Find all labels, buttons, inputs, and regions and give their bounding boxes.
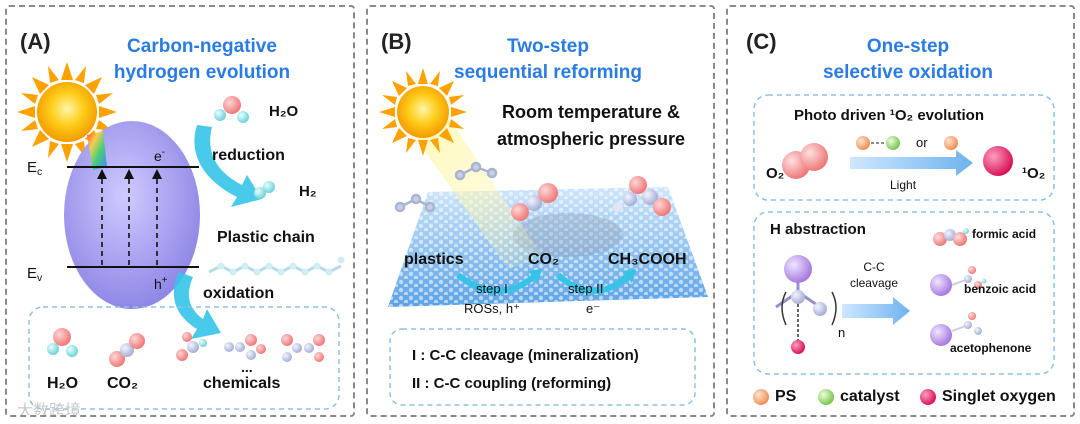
reaction-conditions: Room temperature & atmospheric pressure xyxy=(486,99,696,153)
formic-acid-label: formic acid xyxy=(972,227,1037,241)
condition-line2: atmospheric pressure xyxy=(496,129,686,149)
hole-superscript: + xyxy=(161,275,168,286)
repeat-n-label: n xyxy=(838,325,846,340)
h2o-molecule-top xyxy=(214,96,249,123)
co2-molecule-bottom xyxy=(109,333,145,367)
ev-subscript: v xyxy=(37,272,43,284)
ec-letter: E xyxy=(27,159,38,176)
ec-subscript: c xyxy=(37,166,43,178)
ellipsis-label: ... xyxy=(241,359,253,375)
h2o-label-bottom: H₂O xyxy=(47,375,79,392)
panel-a: (A) Carbon-negative hydrogen evolution H… xyxy=(5,5,355,417)
panel-c-graphics xyxy=(753,94,1055,405)
light-label: Light xyxy=(890,178,917,192)
plastic-chain xyxy=(208,264,342,274)
panel-c-title-line1: One-step xyxy=(866,36,950,57)
oxidation-arrow xyxy=(173,272,221,339)
oxidation-label: oxidation xyxy=(203,285,275,302)
panel-b: (B) Two-step sequential reforming Room t… xyxy=(366,5,715,417)
ch3cooh-label: CH₃COOH xyxy=(608,251,687,268)
electron-label: e- xyxy=(154,147,165,164)
h-abstraction-label: H abstraction xyxy=(770,221,866,238)
singlet-oxygen-legend-dot xyxy=(920,389,936,405)
legend-catalyst-label: catalyst xyxy=(840,388,900,405)
panel-b-title: Two-step sequential reforming xyxy=(408,34,688,86)
formic-acid-molecule xyxy=(933,228,969,246)
ps-legend-dot xyxy=(753,389,769,405)
h2o-label-top: H₂O xyxy=(269,103,299,120)
or-label: or xyxy=(916,135,928,150)
polymer-unit xyxy=(775,255,837,354)
singlet-o2-label: ¹O₂ xyxy=(1022,165,1046,182)
panel-a-title-line1: Carbon-negative xyxy=(127,36,277,57)
benzoic-acid-label: benzoic acid xyxy=(964,282,1037,296)
co2-molecules xyxy=(511,183,558,221)
panel-c-title: One-step selective oxidation xyxy=(768,34,1048,86)
h2-molecule xyxy=(254,181,275,199)
panel-c-title-line2: selective oxidation xyxy=(822,62,993,83)
panel-a-graphics xyxy=(17,62,345,410)
step2-arrow xyxy=(555,272,632,294)
cleavage-arrow xyxy=(842,297,910,325)
panel-a-title-line2: hydrogen evolution xyxy=(113,62,291,83)
light-arrow xyxy=(850,150,973,176)
ch3cooh-molecule xyxy=(613,176,671,216)
hole-label: h+ xyxy=(154,275,168,292)
panel-b-graphics xyxy=(379,68,708,406)
ec-label: Ec xyxy=(27,159,42,178)
o2-molecule xyxy=(782,143,828,179)
panel-b-letter: (B) xyxy=(381,29,412,54)
o2-label: O₂ xyxy=(766,165,785,182)
plastic-fragments xyxy=(394,161,498,213)
legend-singlet-oxygen-label: Singlet oxygen xyxy=(942,388,1056,405)
benzoic-acid-molecule xyxy=(930,266,987,296)
step1-label: step I xyxy=(476,281,508,296)
panel-a-title: Carbon-negative hydrogen evolution xyxy=(67,34,337,86)
reduction-arrow xyxy=(194,125,262,207)
panel-b-title-line1: Two-step xyxy=(507,36,589,57)
reduction-label: reduction xyxy=(212,147,285,164)
ev-letter: E xyxy=(27,265,38,282)
h2o-molecule-bottom xyxy=(47,328,78,357)
electron-superscript: - xyxy=(161,147,166,158)
step2-detail: e⁻ xyxy=(586,301,601,316)
panel-c: (C) One-step selective oxidation Photo d… xyxy=(726,5,1075,417)
plastic-chain-label: Plastic chain xyxy=(217,229,315,246)
watermark: 大数跨境 xyxy=(17,403,82,417)
panel-c-letter: (C) xyxy=(746,29,777,54)
ev-label: Ev xyxy=(27,265,42,284)
box1-title: Photo driven ¹O₂ evolution xyxy=(794,107,984,124)
singlet-oxygen-molecule xyxy=(983,146,1013,176)
h2-label: H₂ xyxy=(299,183,317,200)
cc-cleavage-label: C-C cleavage xyxy=(844,259,904,291)
hole-letter: h xyxy=(154,276,162,292)
legend-ps-label: PS xyxy=(775,388,797,405)
legend-line2: II : C-C coupling (reforming) xyxy=(412,375,612,392)
panel-a-letter: (A) xyxy=(20,29,51,54)
catalyst-legend-dot xyxy=(818,389,834,405)
co2-label: CO₂ xyxy=(528,251,560,268)
acetophenone-label: acetophenone xyxy=(950,341,1032,355)
co2-label-bottom: CO₂ xyxy=(107,375,139,392)
panel-b-title-line2: sequential reforming xyxy=(454,62,642,83)
sun-icon xyxy=(379,68,467,156)
chemical-molecules xyxy=(176,332,325,362)
plastics-label: plastics xyxy=(404,251,464,268)
legend-line1: I : C-C cleavage (mineralization) xyxy=(412,347,639,364)
cc-cleavage-line1: C-C xyxy=(863,260,885,274)
step1-detail: ROSs, h⁺ xyxy=(464,301,520,316)
electron-letter: e xyxy=(154,148,162,164)
step2-label: step II xyxy=(568,281,604,296)
step1-arrow xyxy=(456,272,538,294)
chemicals-label: chemicals xyxy=(203,375,281,392)
condition-line1: Room temperature & xyxy=(501,102,681,122)
acetophenone-molecule xyxy=(930,312,982,346)
cc-cleavage-line2: cleavage xyxy=(849,276,899,290)
